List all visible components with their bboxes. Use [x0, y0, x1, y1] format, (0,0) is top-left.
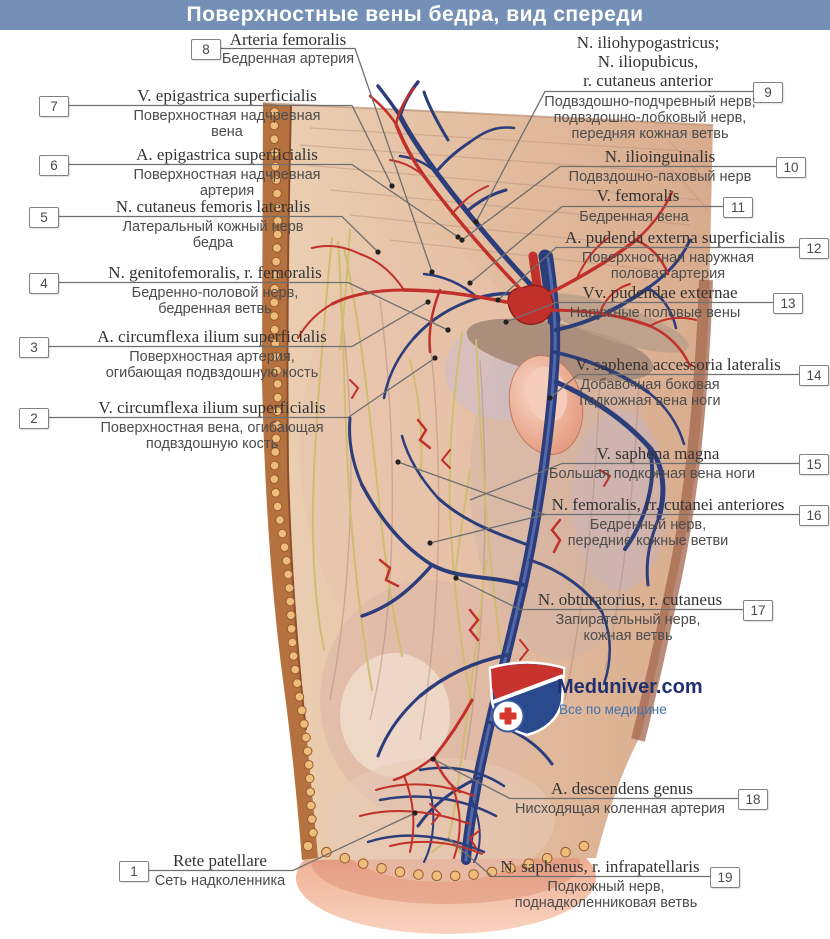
label-latin: V. saphena magna — [596, 444, 720, 463]
label-latin: V. circumflexa ilium superficialis — [98, 398, 326, 417]
label-russian: Бедренная артерия — [221, 51, 355, 67]
label-latin: V. femoralis — [596, 186, 680, 205]
label-latin: A. circumflexa ilium superficialis — [97, 327, 327, 346]
label-latin: A. descendens genus — [550, 779, 694, 798]
label-russian: Подкожный нерв,поднадколенниковая ветвь — [514, 879, 698, 911]
label-number-box: 14 — [799, 365, 829, 386]
label-latin: N. ilioinguinalis — [604, 147, 716, 166]
leader-lines — [47, 47, 799, 878]
red-cross-icon — [499, 707, 517, 725]
label-number-box: 10 — [776, 157, 806, 178]
label-number-box: 17 — [743, 600, 773, 621]
label-number-box: 6 — [39, 155, 69, 176]
page-title: Поверхностные вены бедра, вид спереди — [0, 0, 830, 30]
label-latin: V. saphena accessoria lateralis — [575, 355, 781, 374]
label-number-box: 18 — [738, 789, 768, 810]
label-latin: N. femoralis, rr. cutanei anteriores — [551, 495, 785, 514]
label-number-box: 5 — [29, 207, 59, 228]
label-number-box: 11 — [723, 197, 753, 218]
label-number-box: 19 — [710, 867, 740, 888]
label-latin: N. obturatorius, r. cutaneus — [537, 590, 723, 609]
veins — [348, 80, 692, 865]
label-latin: A. pudenda externa superficialis — [565, 228, 785, 247]
label-latin: A. epigastrica superficialis — [136, 145, 318, 164]
label-russian: Большая подкожная вена ноги — [548, 466, 756, 482]
label-russian: Сеть надколенника — [154, 873, 286, 889]
label-latin: N. saphenus, r. infrapatellaris — [500, 857, 700, 876]
label-number-box: 3 — [19, 337, 49, 358]
leader-endpoint-dots — [375, 183, 553, 816]
label-latin: V. epigastrica superficialis — [137, 86, 317, 105]
label-russian: Нисходящая коленная артерия — [515, 801, 725, 817]
knee-cut-edge-beads — [302, 840, 590, 882]
label-number-box: 8 — [191, 39, 221, 60]
label-russian: Подвздошно-подчревный нерв;подвздошно-ло… — [544, 94, 756, 142]
label-latin: Rete patellare — [173, 851, 267, 870]
label-number-box: 16 — [799, 505, 829, 526]
label-russian: Подвздошно-паховый нерв — [568, 169, 752, 185]
label-number-box: 13 — [773, 293, 803, 314]
label-russian: Бедренно-половой нерв,бедренная ветвь — [131, 285, 299, 317]
label-number-box: 2 — [19, 408, 49, 429]
label-russian: Поверхностная артерия,огибающая подвздош… — [105, 349, 319, 381]
label-latin: Vv. pudendae externae — [582, 283, 738, 302]
lateral-shadow-band — [631, 279, 713, 742]
muscle-striations — [299, 127, 711, 761]
label-number-box: 15 — [799, 454, 829, 475]
label-number-box: 12 — [799, 238, 829, 259]
meduniver-shield-logo — [488, 661, 566, 737]
logo-tagline: Все по медицине — [559, 702, 667, 717]
label-russian: Запирательный нерв,кожная ветвь — [555, 612, 701, 644]
label-russian: Наружные половые вены — [569, 305, 741, 321]
label-latin: N. iliohypogastricus;N. iliopubicus,r. c… — [576, 33, 720, 90]
label-russian: Бедренный нерв,передние кожные ветви — [567, 517, 729, 549]
label-number-box: 9 — [753, 82, 783, 103]
label-number-box: 7 — [39, 96, 69, 117]
label-number-box: 1 — [119, 861, 149, 882]
label-latin: N. cutaneus femoris lateralis — [115, 197, 311, 216]
label-russian: Бедренная вена — [579, 209, 689, 225]
subcutaneous-fat-beads — [269, 107, 318, 838]
reflected-skin-edge — [262, 103, 318, 860]
label-latin: N. genitofemoralis, r. femoralis — [108, 263, 322, 282]
logo-site-name: Meduniver.com — [557, 676, 703, 698]
label-number-box: 4 — [29, 273, 59, 294]
label-latin: Arteria femoralis — [229, 30, 347, 49]
